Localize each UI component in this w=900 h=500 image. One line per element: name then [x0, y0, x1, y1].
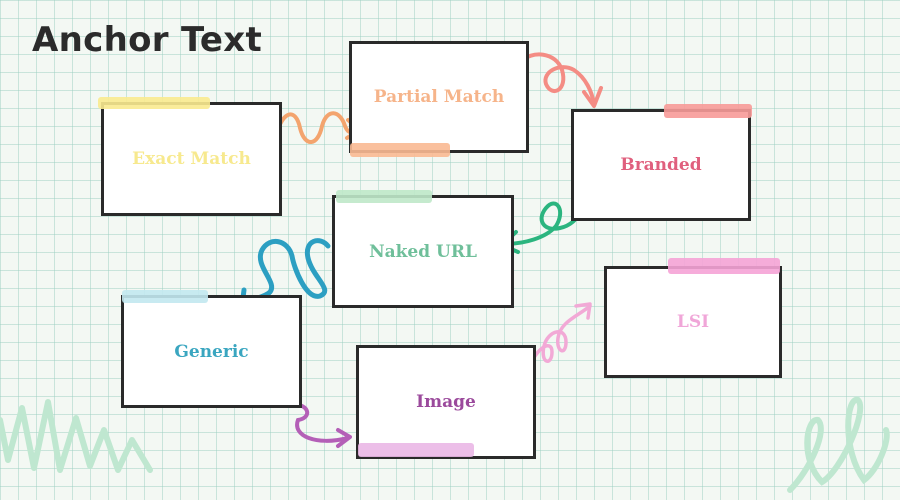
- arrow-naked-to-generic: [241, 238, 331, 307]
- tape-naked-url: [336, 190, 432, 203]
- node-generic-label: Generic: [174, 341, 249, 362]
- tape-generic: [122, 290, 208, 303]
- tape-lsi: [668, 258, 780, 274]
- tape-exact-match: [98, 97, 210, 109]
- arrow-partial-to-branded: [518, 52, 596, 106]
- arrow-exact-to-partial: [272, 111, 360, 144]
- tape-branded: [664, 104, 752, 118]
- node-exact-match-label: Exact Match: [132, 149, 251, 169]
- page-title: Anchor Text: [32, 20, 263, 60]
- tape-partial-match: [350, 143, 450, 157]
- node-partial-match-label: Partial Match: [373, 87, 505, 107]
- node-lsi: LSI: [604, 266, 782, 378]
- arrowhead-partial-to-branded: [582, 86, 603, 108]
- node-lsi-label: LSI: [676, 312, 710, 332]
- arrow-image-to-lsi: [524, 304, 592, 378]
- node-partial-match: Partial Match: [349, 41, 529, 153]
- node-image: Image: [356, 345, 536, 459]
- arrowhead-generic-to-image: [336, 428, 352, 448]
- node-exact-match: Exact Match: [101, 102, 282, 216]
- node-generic: Generic: [121, 295, 302, 408]
- node-naked-url: Naked URL: [332, 195, 514, 308]
- node-naked-url-label: Naked URL: [369, 241, 477, 262]
- node-branded: Branded: [571, 109, 751, 221]
- node-branded-label: Branded: [620, 155, 702, 175]
- scribble-bottom-right: [787, 397, 890, 493]
- tape-image: [358, 443, 474, 457]
- node-image-label: Image: [416, 392, 476, 412]
- scribble-bottom-left: [0, 399, 153, 473]
- arrowhead-image-to-lsi: [574, 302, 592, 320]
